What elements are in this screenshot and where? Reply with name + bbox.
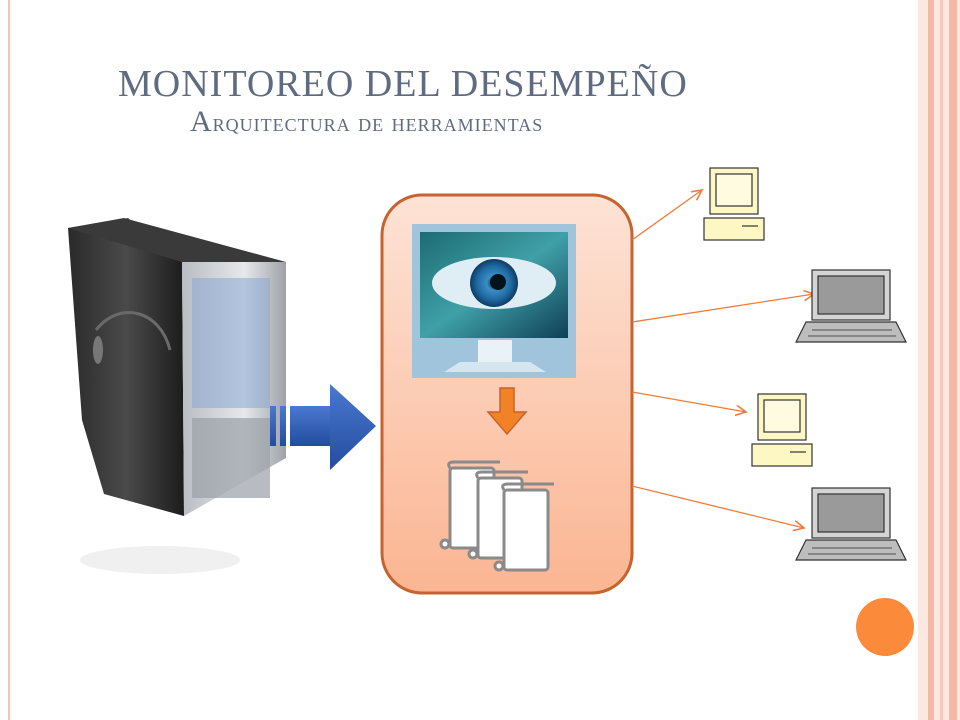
server-tower-icon [68, 218, 286, 574]
title-block: MONITOREO DEL DESEMPEÑO Arquitectura de … [118, 62, 818, 139]
connector-client-4 [631, 485, 804, 528]
accent-circle [856, 598, 914, 656]
connector-client-3 [631, 391, 746, 412]
left-frame-line [8, 0, 10, 720]
desktop-computer-icon [751, 393, 813, 467]
laptop-icon [795, 269, 907, 343]
laptop-icon [795, 487, 907, 561]
document-scrolls-icon [439, 460, 554, 572]
subtitle-rest: rquitectura de herramientas [212, 108, 544, 137]
slide-subtitle: Arquitectura de herramientas [190, 106, 818, 139]
connector-client-2 [631, 294, 814, 323]
desktop-computer-icon [703, 167, 765, 241]
connector-client-1 [631, 190, 702, 241]
monitor-eye-icon [412, 224, 576, 378]
blue-arrow-icon [270, 384, 376, 470]
right-decorative-border [918, 0, 960, 720]
slide-title: MONITOREO DEL DESEMPEÑO [118, 63, 688, 105]
subtitle-initial: A [190, 105, 213, 138]
down-arrow-icon [486, 387, 528, 436]
connector-lines [631, 190, 814, 528]
